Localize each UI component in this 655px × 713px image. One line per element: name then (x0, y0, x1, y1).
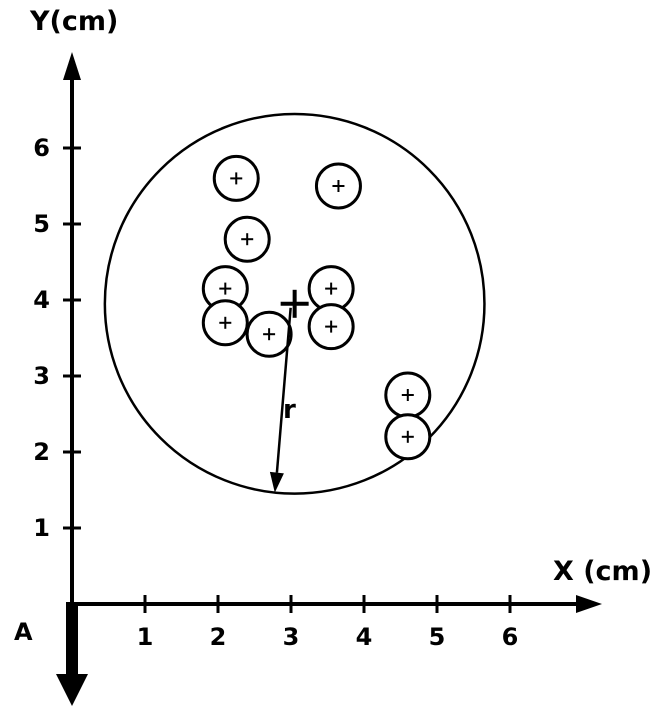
data-point (223, 215, 271, 263)
data-point (245, 310, 293, 358)
data-point (384, 371, 432, 419)
y-tick-label-4: 4 (33, 286, 50, 314)
x-tick-label-4: 4 (356, 623, 373, 651)
y-tick-label-3: 3 (33, 362, 50, 390)
x-tick-label-5: 5 (429, 623, 446, 651)
radius-line (275, 307, 292, 473)
radius-label: r (283, 395, 296, 425)
axes-group (56, 52, 602, 706)
x-tick-label-2: 2 (210, 623, 227, 651)
y-tick-label-6: 6 (33, 134, 50, 162)
data-points (201, 154, 432, 461)
x-axis-arrowhead (576, 595, 602, 613)
x-tick-label-6: 6 (502, 623, 519, 651)
y-tick-label-2: 2 (33, 438, 50, 466)
origin-down-arrowhead (56, 674, 88, 706)
data-point (212, 154, 260, 202)
y-tick-label-1: 1 (33, 514, 50, 542)
radius-arrowhead (269, 471, 284, 493)
origin-down-arrow-shaft (66, 602, 78, 676)
data-point (384, 413, 432, 461)
y-axis-title: Y(cm) (29, 6, 118, 37)
tick-marks: 1 2 3 4 5 6 1 2 3 4 5 6 (33, 134, 518, 651)
data-point (307, 265, 355, 313)
origin-label: A (14, 618, 33, 646)
centroid-marker (280, 289, 309, 318)
enclosing-circle (103, 112, 486, 495)
x-tick-label-3: 3 (283, 623, 300, 651)
y-tick-label-5: 5 (33, 210, 50, 238)
x-axis-title: X (cm) (553, 556, 652, 587)
data-point (201, 299, 249, 347)
x-tick-label-1: 1 (137, 623, 154, 651)
data-point (307, 303, 355, 351)
y-axis-arrowhead (63, 52, 81, 80)
data-point (314, 162, 362, 210)
